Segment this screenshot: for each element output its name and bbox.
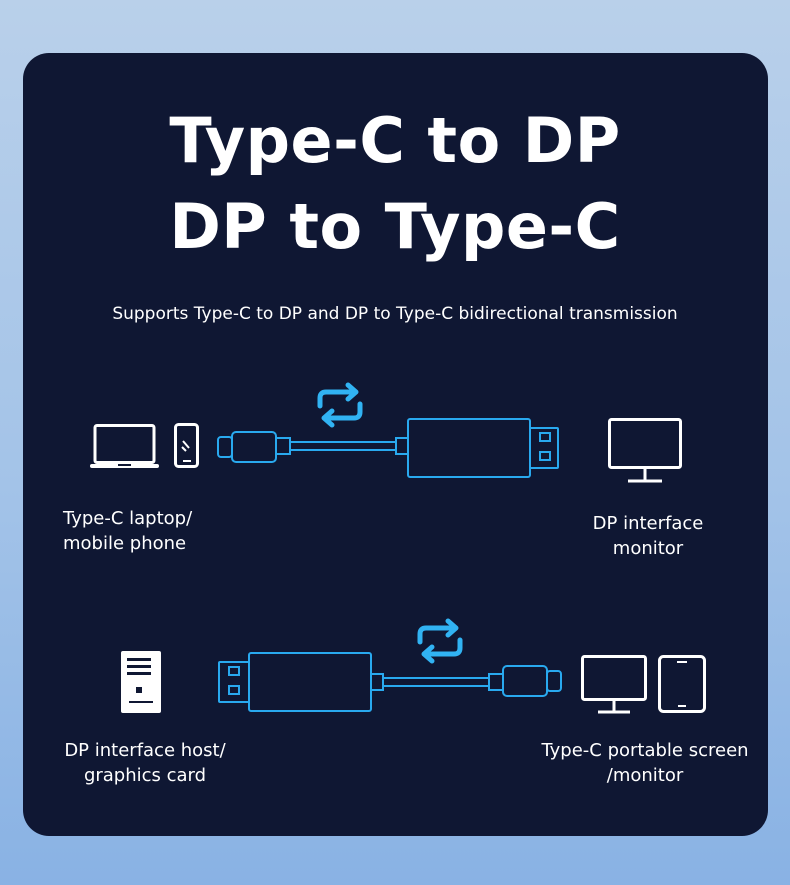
- title-line-2: DP to Type-C: [169, 190, 621, 263]
- laptop-icon: [90, 424, 159, 468]
- monitor-icon: [608, 418, 682, 483]
- source-label-row2: DP interface host/ graphics card: [64, 740, 226, 786]
- tablet-icon: [658, 655, 706, 713]
- pc-tower-icon: [121, 651, 161, 713]
- phone-icon: [174, 423, 199, 468]
- source-label-row1: Type-C laptop/ mobile phone: [63, 508, 193, 554]
- title-line-1: Type-C to DP: [169, 104, 621, 177]
- bidirectional-arrows-icon: [317, 382, 363, 428]
- monitor-icon: [581, 655, 647, 714]
- target-label-row2: Type-C portable screen /monitor: [541, 740, 749, 786]
- bidirectional-arrows-icon: [417, 618, 463, 664]
- subtitle: Supports Type-C to DP and DP to Type-C b…: [112, 304, 678, 324]
- target-label-row1: DP interface monitor: [592, 513, 704, 559]
